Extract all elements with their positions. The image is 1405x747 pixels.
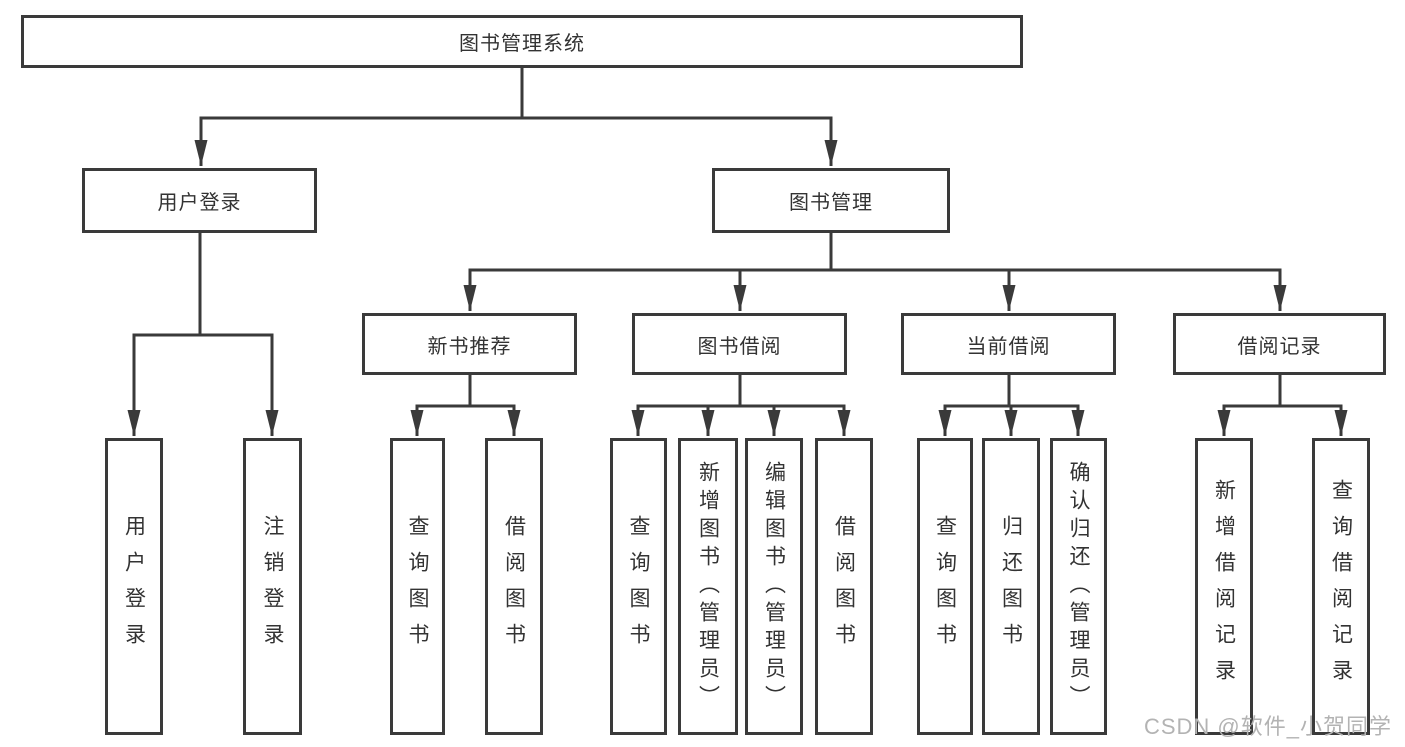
leaf-return-books: 归还图书	[982, 438, 1040, 735]
leaf-query-books-recommend: 查询图书	[390, 438, 445, 735]
leaf-borrow-books-recommend: 借阅图书	[485, 438, 543, 735]
leaf-user-login: 用户登录	[105, 438, 163, 735]
leaf-confirm-return-admin: 确认归还（管理员）	[1050, 438, 1107, 735]
leaf-query-books-borrowing: 查询图书	[610, 438, 667, 735]
node-current-borrowing: 当前借阅	[901, 313, 1116, 375]
watermark: CSDN @软件_小贺同学	[1143, 714, 1392, 739]
leaf-borrow-books-borrowing: 借阅图书	[815, 438, 873, 735]
leaf-add-book-admin: 新增图书（管理员）	[678, 438, 738, 735]
leaf-add-borrow-record: 新增借阅记录	[1195, 438, 1253, 735]
node-new-book-recommend: 新书推荐	[362, 313, 577, 375]
leaf-edit-book-admin: 编辑图书（管理员）	[745, 438, 803, 735]
leaf-logout: 注销登录	[243, 438, 302, 735]
leaf-query-borrow-record: 查询借阅记录	[1312, 438, 1370, 735]
node-book-management: 图书管理	[712, 168, 950, 233]
leaf-query-books-current: 查询图书	[917, 438, 973, 735]
node-book-borrowing: 图书借阅	[632, 313, 847, 375]
node-root: 图书管理系统	[21, 15, 1023, 68]
node-borrowing-records: 借阅记录	[1173, 313, 1386, 375]
node-user-login: 用户登录	[82, 168, 317, 233]
